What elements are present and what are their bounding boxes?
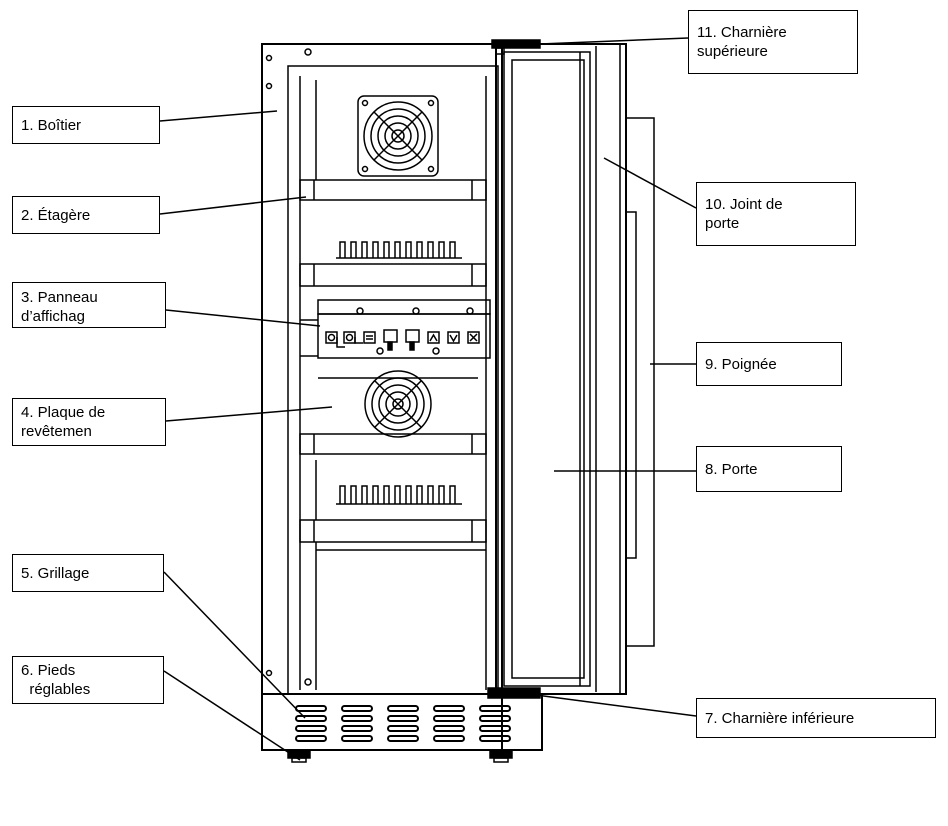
label-2-line1: 2. Étagère	[21, 206, 91, 224]
top-fan	[357, 95, 439, 177]
label-4-line2: revêtemen	[21, 423, 92, 440]
label-6-line2: réglables	[21, 681, 91, 698]
shelf-4	[299, 519, 487, 690]
label-3-panneau: 3. Panneau d’affichag	[12, 282, 166, 328]
hinges	[487, 39, 541, 699]
label-1-line1: 1. Boîtier	[21, 116, 82, 134]
adjustable-feet	[287, 749, 513, 763]
display-panel	[300, 299, 491, 359]
label-3-line2: d’affichag	[21, 308, 85, 325]
label-10-line2: porte	[705, 215, 740, 232]
label-10-line1: 10. Joint de	[705, 196, 783, 213]
shelf-3	[299, 433, 487, 455]
label-3-line1: 3. Panneau	[21, 289, 98, 306]
label-7-charniere-inferieure: 7. Charnière inférieure	[696, 698, 936, 738]
label-10-joint-de-porte: 10. Joint de porte	[696, 182, 856, 246]
label-4-line1: 4. Plaque de	[21, 404, 106, 421]
label-5-grillage: 5. Grillage	[12, 554, 164, 592]
label-7-line1: 7. Charnière inférieure	[705, 709, 855, 727]
handle	[625, 117, 655, 647]
label-11-charniere-superieure: 11. Charnière supérieure	[688, 10, 858, 74]
label-9-line1: 9. Poignée	[705, 355, 777, 373]
leader-lines	[159, 37, 697, 761]
label-6-pieds: 6. Pieds réglables	[12, 656, 164, 704]
label-4-plaque: 4. Plaque de revêtemen	[12, 398, 166, 446]
shelf-2	[299, 263, 487, 287]
grille	[261, 693, 543, 751]
label-2-etagere: 2. Étagère	[12, 196, 160, 234]
label-5-line1: 5. Grillage	[21, 564, 90, 582]
label-11-line2: supérieure	[697, 43, 768, 60]
label-6-line1: 6. Pieds	[21, 662, 76, 679]
lower-vent	[336, 485, 462, 505]
label-8-porte: 8. Porte	[696, 446, 842, 492]
shelf-1	[299, 179, 487, 201]
door	[495, 43, 627, 695]
label-8-line1: 8. Porte	[705, 460, 758, 478]
lower-fan	[318, 370, 478, 438]
top-vent	[336, 241, 462, 259]
label-1-boitier: 1. Boîtier	[12, 106, 160, 144]
label-9-poignee: 9. Poignée	[696, 342, 842, 386]
label-11-line1: 11. Charnière	[697, 24, 787, 41]
cabinet-body	[261, 43, 503, 751]
